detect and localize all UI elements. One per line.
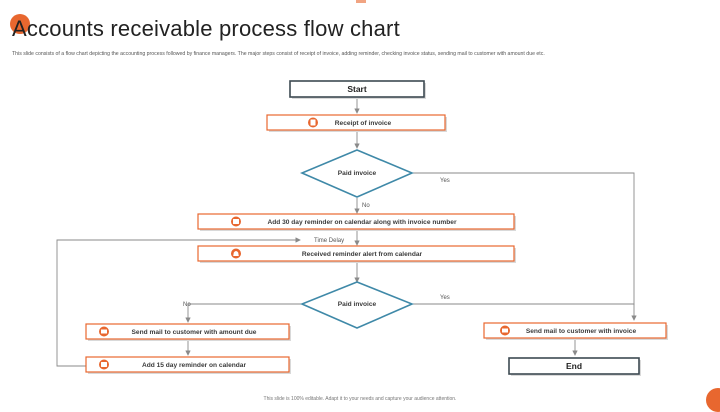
slide-subtitle: This slide consists of a flow chart depi… xyxy=(12,51,545,57)
decision-paid-invoice-1: Paid invoice xyxy=(299,149,415,198)
mail-due-step: Send mail to customer with amount due xyxy=(85,323,291,341)
edge-label-yes: Yes xyxy=(440,295,450,301)
edge-time-delay-loop xyxy=(56,237,301,367)
start-node: Start xyxy=(289,80,426,99)
mail-invoice-step: Send mail to customer with invoice xyxy=(483,322,668,340)
mail-invoice-label: Send mail to customer with invoice xyxy=(526,328,637,335)
corner-decoration-dot xyxy=(10,14,30,34)
edge-label-time-delay: Time Delay xyxy=(314,238,344,244)
invoice-icon xyxy=(308,117,318,128)
edge-decision2-no xyxy=(185,303,302,323)
receipt-step: Receipt of invoice xyxy=(266,114,447,132)
edge-decision2-yes xyxy=(412,303,637,321)
decision-label: Paid invoice xyxy=(338,170,377,177)
decision-paid-invoice-2: Paid invoice xyxy=(299,281,415,329)
start-label: Start xyxy=(347,84,367,94)
reminder15-label: Add 15 day reminder on calendar xyxy=(142,362,247,369)
calendar-icon xyxy=(99,359,109,370)
reminder30-step: Add 30 day reminder on calendar along wi… xyxy=(197,213,516,231)
reminder15-step: Add 15 day reminder on calendar xyxy=(85,356,291,374)
top-accent-mark xyxy=(356,0,366,3)
receipt-label: Receipt of invoice xyxy=(335,120,392,127)
bell-icon xyxy=(231,248,241,259)
end-label: End xyxy=(566,361,582,371)
calendar-icon xyxy=(231,216,241,227)
alert-step: Received reminder alert from calendar xyxy=(197,245,516,263)
edge-decision1-yes xyxy=(412,172,635,305)
reminder30-label: Add 30 day reminder on calendar along wi… xyxy=(267,219,456,226)
slide-title: Accounts receivable process flow chart xyxy=(12,16,400,41)
edge-label-yes: Yes xyxy=(440,178,450,184)
mail-due-label: Send mail to customer with amount due xyxy=(132,329,257,336)
mail-icon xyxy=(99,326,109,337)
decision-label: Paid invoice xyxy=(338,301,377,308)
edge-label-no: No xyxy=(183,302,191,308)
mail-icon xyxy=(500,325,510,336)
alert-label: Received reminder alert from calendar xyxy=(302,251,423,258)
edge-label-no: No xyxy=(362,203,370,209)
slide-footer: This slide is 100% editable. Adapt it to… xyxy=(263,396,457,402)
connectors xyxy=(56,98,637,367)
end-node: End xyxy=(508,357,641,376)
